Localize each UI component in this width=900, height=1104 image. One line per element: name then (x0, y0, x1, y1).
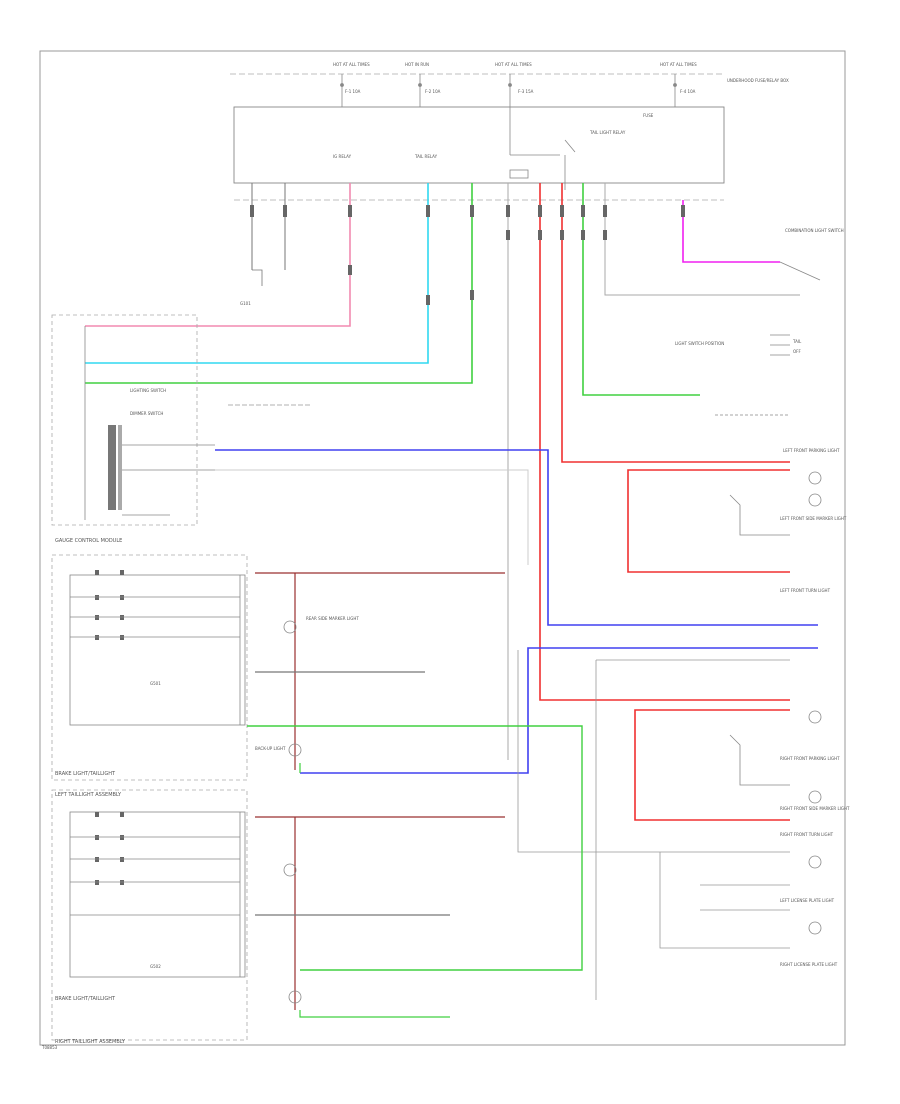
fuse-label-3: HOT AT ALL TIMES (495, 62, 532, 67)
fuse-label-2: HOT IN RUN (405, 62, 429, 67)
tail-bottom-bulb-1 (283, 863, 297, 877)
right-label-combination: COMBINATION LIGHT SWITCH (785, 228, 844, 233)
right-label-lf-parking: LEFT FRONT PARKING LIGHT (783, 448, 840, 453)
tail-top-backup-label: BACK-UP LIGHT (255, 746, 286, 751)
gray-wire (215, 469, 529, 565)
tail-relay-sketch (509, 130, 576, 190)
fuse-drops (340, 74, 677, 130)
right-label-r-license: RIGHT LICENSE PLATE LIGHT (780, 962, 838, 967)
blue-wire-1 (215, 449, 818, 626)
fuse-label-1: HOT AT ALL TIMES (333, 62, 370, 67)
module-box (233, 106, 725, 184)
gauge-module-label: GAUGE CONTROL MODULE (55, 538, 122, 544)
ground-g1: G101 (240, 269, 263, 306)
right-label-off: OFF (793, 349, 801, 354)
right-label-tail: TAIL (792, 339, 802, 344)
tail-top-inner: G501 (150, 681, 161, 686)
gauge-internal-lines (84, 326, 215, 520)
svg-text:G101: G101 (240, 301, 251, 306)
right-label-rf-turn: RIGHT FRONT TURN LIGHT (780, 832, 834, 837)
right-label-l-license: LEFT LICENSE PLATE LIGHT (780, 898, 835, 903)
module-inner-3: TAIL LIGHT RELAY (589, 130, 626, 135)
tail-bottom-bulb-2 (288, 990, 302, 1004)
right-label-rf-parking: RIGHT FRONT PARKING LIGHT (780, 756, 840, 761)
tail-top-frame (51, 554, 248, 781)
tail-top-marker-label: REAR SIDE MARKER LIGHT (306, 616, 359, 621)
green-tail-bottom (299, 1010, 450, 1018)
front-light-bulbs (729, 471, 822, 935)
module-wires (85, 183, 790, 760)
fuse-sub-3: F-3 15A (518, 89, 534, 94)
outer-frame (39, 50, 846, 1046)
gauge-module-box (51, 314, 198, 526)
tail-bottom-pins (95, 812, 124, 885)
tail-top-bulb-1 (283, 620, 297, 634)
fuse-label-4: HOT AT ALL TIMES (660, 62, 697, 67)
right-label-rf-marker: RIGHT FRONT SIDE MARKER LIGHT (780, 806, 850, 811)
wire-connector-marks (250, 205, 685, 305)
blue-wire-2 (300, 647, 818, 774)
tail-bottom-label: BRAKE LIGHT/TAILLIGHT (55, 996, 116, 1002)
tail-bottom-wires (70, 812, 241, 977)
tail-bottom-caption: RIGHT TAILLIGHT ASSEMBLY (55, 1039, 126, 1045)
license-branch (517, 650, 790, 1000)
right-label-lf-turn: LEFT FRONT TURN LIGHT (780, 588, 831, 593)
dimmer-switch-label: DIMMER SWITCH (130, 411, 163, 416)
fuse-sub-4: F-4 10A (680, 89, 696, 94)
top-fuse-labels: HOT AT ALL TIMES HOT IN RUN HOT AT ALL T… (333, 62, 697, 94)
footer-code: T08853 (41, 1045, 58, 1050)
tail-top-caption: LEFT TAILLIGHT ASSEMBLY (55, 792, 122, 798)
combo-label: LIGHTING SWITCH (130, 388, 166, 393)
tail-top-pins (95, 570, 124, 640)
tail-bottom-frame (51, 789, 248, 1041)
green-wire-tail (247, 725, 583, 971)
tail-top-wires (70, 575, 241, 725)
fuse-sub-2: F-2 10A (425, 89, 441, 94)
front-left-red-loop (627, 469, 790, 821)
gauge-terminal-block (108, 425, 122, 510)
module-label: UNDERHOOD FUSE/RELAY BOX (727, 78, 789, 83)
tail-top-bulb-2 (288, 743, 302, 757)
module-inner-1: IG RELAY (333, 154, 352, 159)
right-label-lf-marker: LEFT FRONT SIDE MARKER LIGHT (780, 516, 847, 521)
module-inner-2: TAIL RELAY (414, 154, 438, 159)
tail-top-box (69, 574, 246, 726)
light-switch (715, 261, 821, 416)
tail-bottom-box (69, 811, 246, 978)
fuse-sub-1: F-1 10A (345, 89, 361, 94)
module-inner-4: FUSE (643, 113, 654, 118)
tail-bottom-inner: G502 (150, 964, 161, 969)
right-label-position: LIGHT SWITCH POSITION (675, 341, 724, 346)
tail-top-label: BRAKE LIGHT/TAILLIGHT (55, 771, 116, 777)
